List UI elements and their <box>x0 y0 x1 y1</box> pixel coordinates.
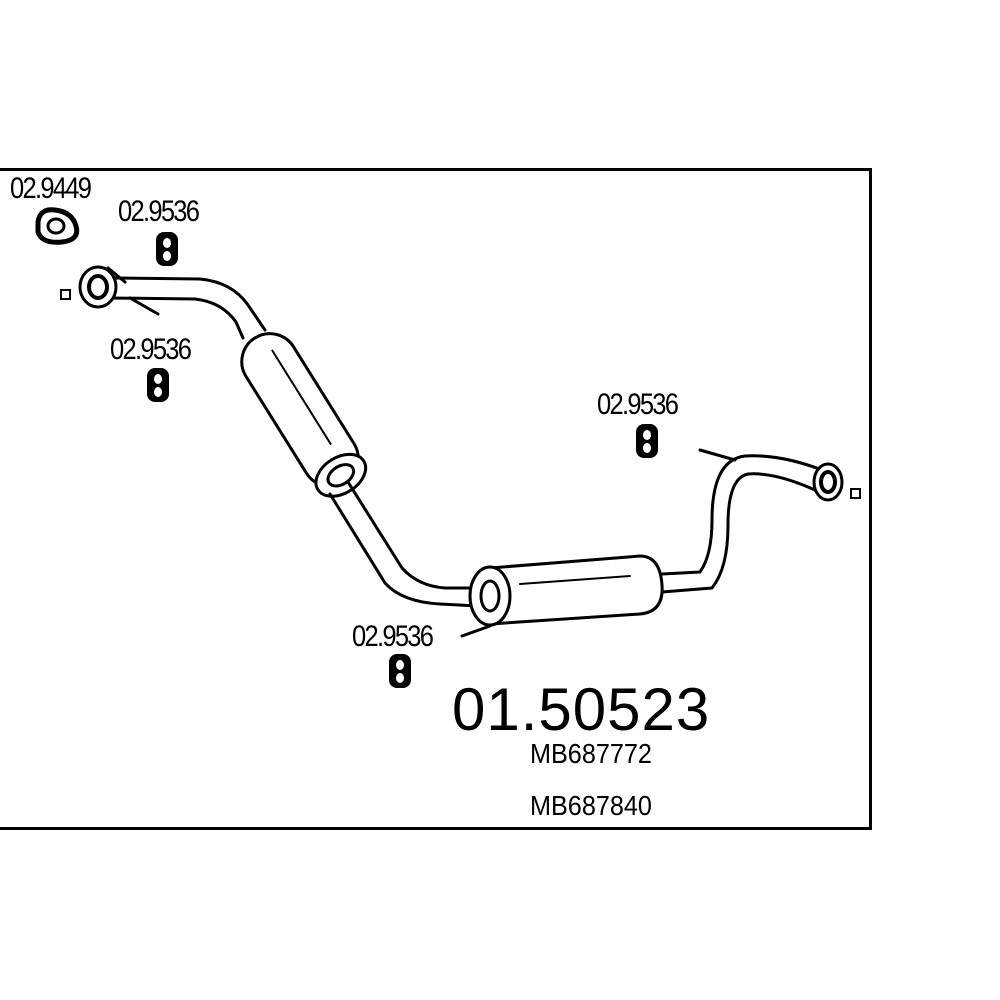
rubber-clamp-icon-bottom <box>389 654 411 688</box>
oe-number-1: MB687772 <box>530 738 652 769</box>
front-end-marker <box>60 289 71 300</box>
mid-pipe <box>346 480 487 590</box>
clamp-left-part-number: 02.9536 <box>110 333 192 366</box>
clamp-right-part-number: 02.9536 <box>597 388 679 421</box>
gasket-icon <box>35 207 80 245</box>
rear-muffler <box>468 554 664 627</box>
rubber-clamp-icon-left <box>147 368 169 402</box>
clamp-top-part-number: 02.9536 <box>118 195 200 228</box>
clamp-bottom-part-number: 02.9536 <box>352 620 434 653</box>
main-part-number: 01.50523 <box>452 676 711 743</box>
front-pipe <box>110 276 267 332</box>
rear-end-marker <box>850 488 861 499</box>
center-muffler <box>240 332 368 498</box>
rear-flange <box>812 462 844 502</box>
front-flange <box>78 265 160 316</box>
tail-pipe <box>660 454 824 576</box>
gasket-part-number: 02.9449 <box>10 172 92 205</box>
rubber-clamp-icon-right <box>636 424 658 458</box>
oe-number-2: MB687840 <box>530 790 652 821</box>
rubber-clamp-icon-top <box>156 232 178 266</box>
